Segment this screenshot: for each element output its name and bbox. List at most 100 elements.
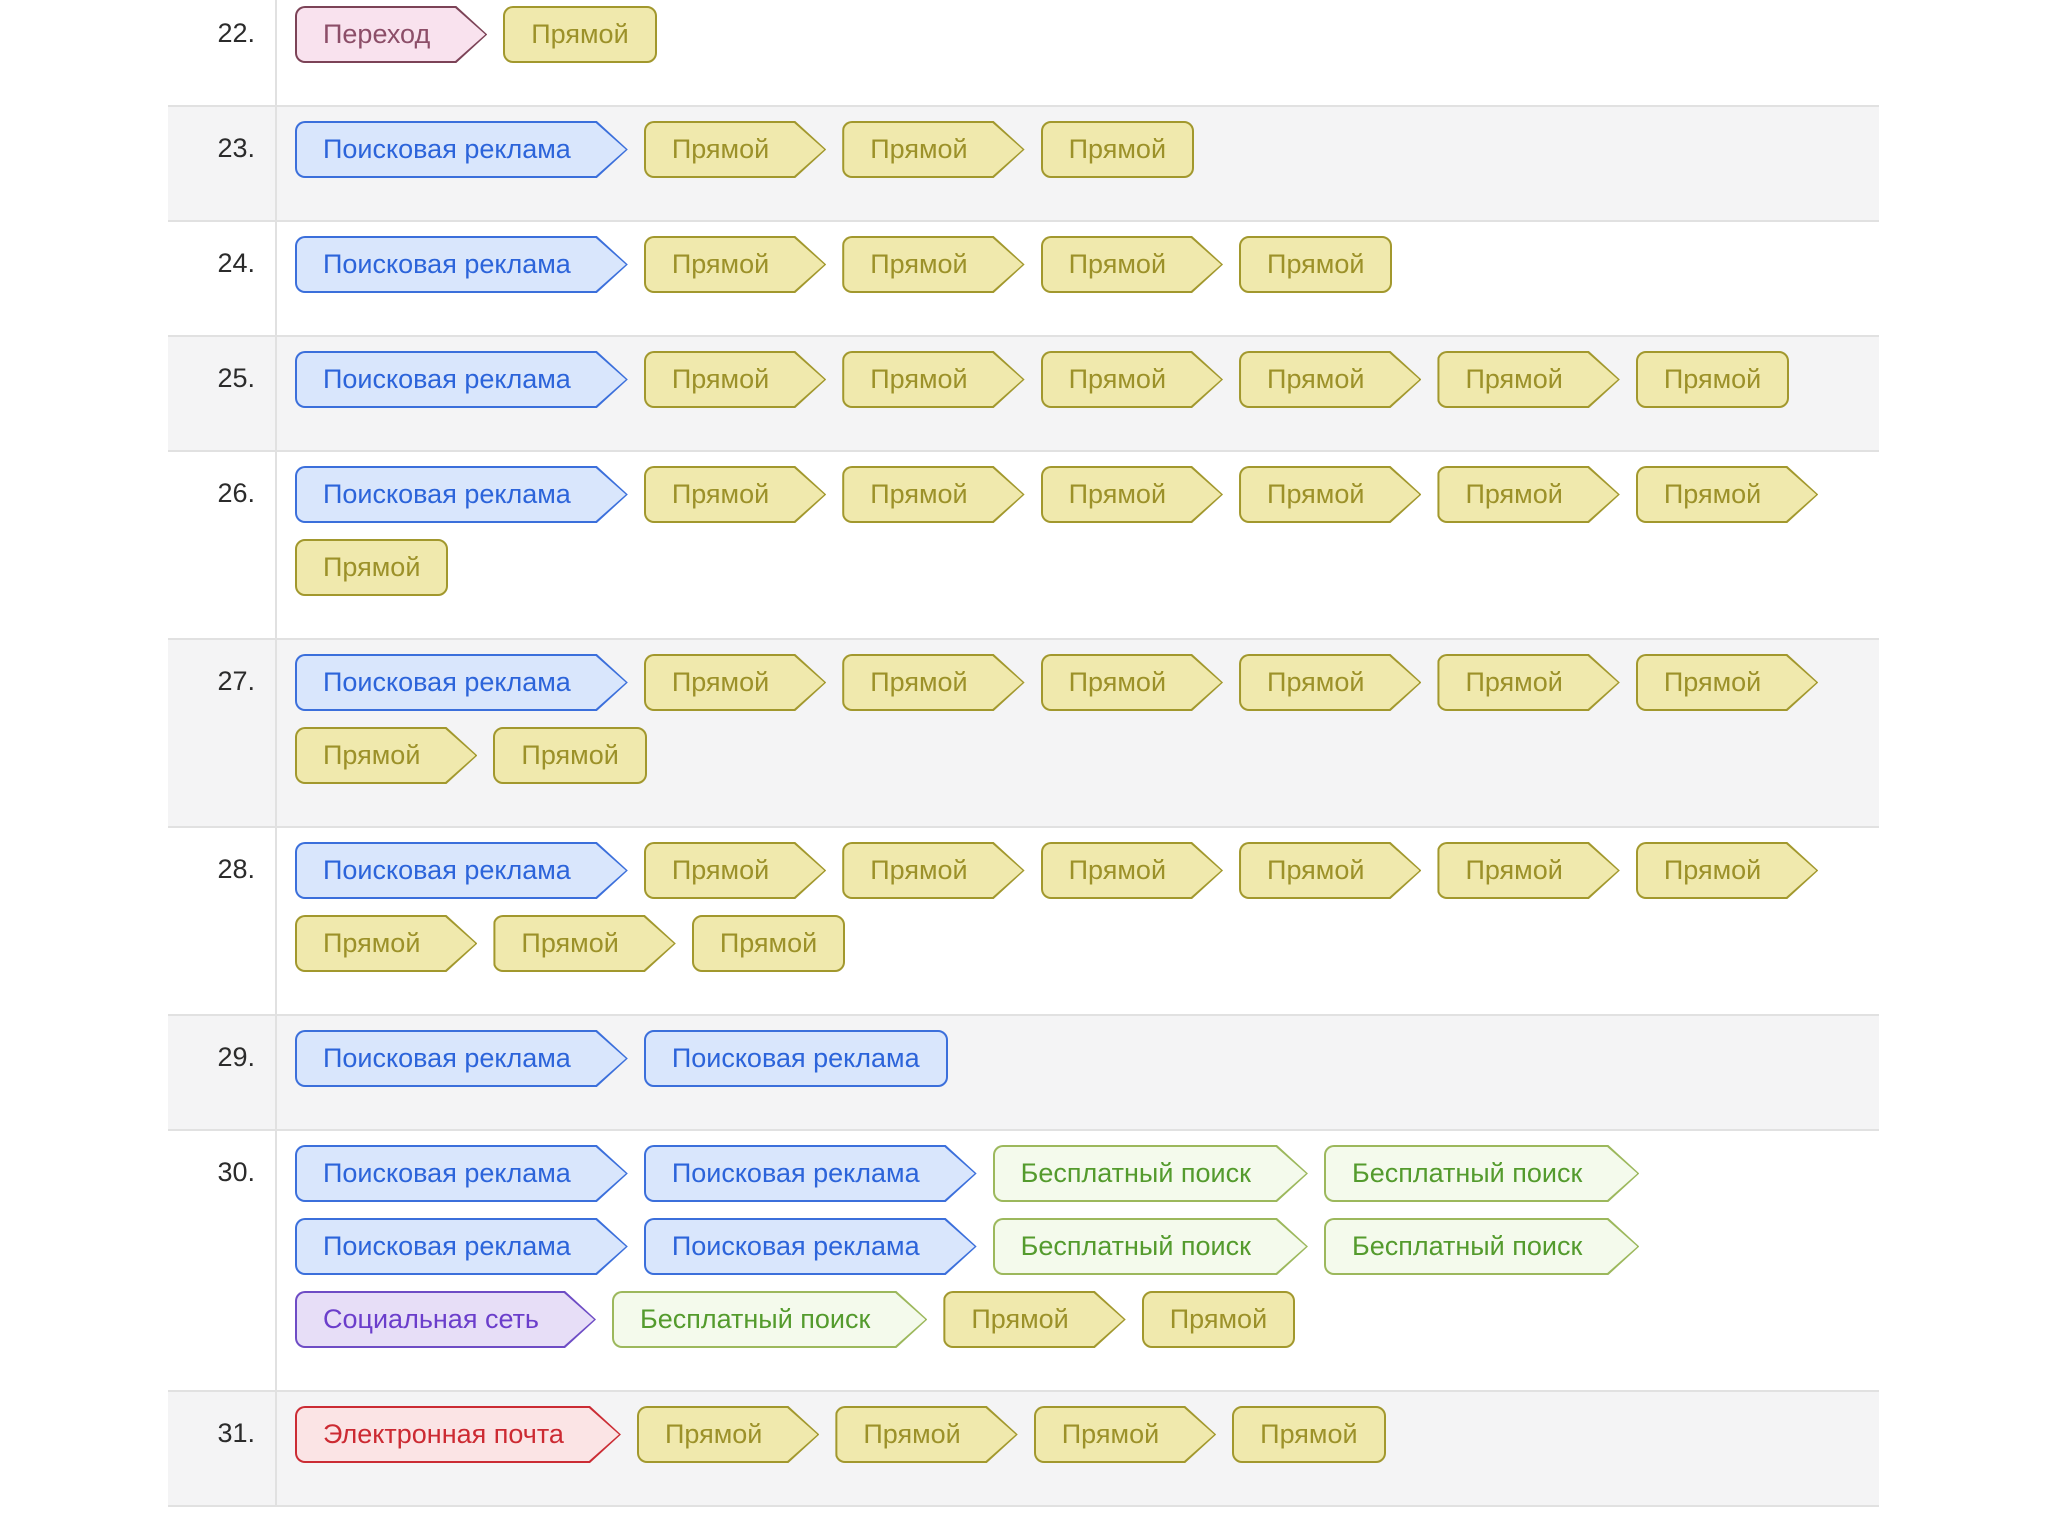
chip-direct: Прямой xyxy=(1239,236,1393,293)
chip-label: Прямой xyxy=(1465,479,1563,509)
chip-search-ads: Поисковая реклама xyxy=(295,466,628,523)
chip-direct: Прямой xyxy=(295,727,477,784)
row-number: 26. xyxy=(168,452,277,638)
chip-direct: Прямой xyxy=(1239,466,1421,523)
chip-direct: Прямой xyxy=(842,842,1024,899)
chip-label: Бесплатный поиск xyxy=(1351,1158,1583,1188)
chip-direct: Прямой xyxy=(637,1406,819,1463)
chip-direct: Прямой xyxy=(1239,351,1421,408)
chip-direct: Прямой xyxy=(1141,1291,1296,1348)
chip-label: Прямой xyxy=(870,667,968,697)
chip-label: Прямой xyxy=(1465,855,1563,885)
row-number: 30. xyxy=(168,1131,277,1390)
chip-label: Прямой xyxy=(1465,364,1563,394)
chip-social: Социальная сеть xyxy=(295,1291,596,1348)
chip-direct: Прямой xyxy=(1636,842,1818,899)
chip-search-ads: Поисковая реклама xyxy=(644,1145,977,1202)
chip-direct: Прямой xyxy=(493,727,647,784)
chip-direct: Прямой xyxy=(1041,236,1223,293)
chip-label: Прямой xyxy=(870,134,968,164)
chip-search-ads: Поисковая реклама xyxy=(295,1218,628,1275)
chip-label: Прямой xyxy=(719,928,818,958)
chip-search-ads: Поисковая реклама xyxy=(295,1030,628,1087)
chip-label: Прямой xyxy=(971,1304,1069,1334)
chip-organic: Бесплатный поиск xyxy=(993,1218,1308,1275)
chip-label: Прямой xyxy=(521,740,619,770)
chip-organic: Бесплатный поиск xyxy=(993,1145,1308,1202)
chip-direct: Прямой xyxy=(644,351,826,408)
chip-direct: Прямой xyxy=(1437,654,1619,711)
chip-label: Прямой xyxy=(1068,134,1167,164)
chip-label: Прямой xyxy=(323,740,421,770)
chip-label: Прямой xyxy=(863,1419,961,1449)
chip-label: Поисковая реклама xyxy=(323,249,571,279)
chip-label: Прямой xyxy=(1465,667,1563,697)
chip-label: Прямой xyxy=(1068,249,1167,279)
chip-direct: Прямой xyxy=(295,915,477,972)
row-number: 23. xyxy=(168,107,277,220)
chip-label: Бесплатный поиск xyxy=(1351,1231,1583,1261)
chip-direct: Прямой xyxy=(644,842,826,899)
table-row: 23. Поисковая реклама Прямой Прямой Прямой xyxy=(168,105,1879,220)
chip-organic: Бесплатный поиск xyxy=(1324,1218,1639,1275)
chip-search-ads: Поисковая реклама xyxy=(643,1030,948,1087)
chip-label: Поисковая реклама xyxy=(323,855,571,885)
chip-label: Прямой xyxy=(1663,364,1762,394)
chip-label: Прямой xyxy=(1068,855,1167,885)
chip-direct: Прямой xyxy=(295,539,449,596)
chip-direct: Прямой xyxy=(1437,466,1619,523)
chip-label: Прямой xyxy=(1061,1419,1160,1449)
chip-direct: Прямой xyxy=(1239,842,1421,899)
chip-direct: Прямой xyxy=(1041,842,1223,899)
chip-direct: Прямой xyxy=(842,236,1024,293)
row-number: 28. xyxy=(168,828,277,1014)
chip-direct: Прямой xyxy=(1437,842,1619,899)
chip-label: Поисковая реклама xyxy=(671,1043,920,1073)
chip-label: Прямой xyxy=(1267,364,1365,394)
chip-label: Поисковая реклама xyxy=(671,1158,920,1188)
chip-label: Прямой xyxy=(870,479,968,509)
chip-direct: Прямой xyxy=(1635,351,1790,408)
chips-cell: Поисковая реклама Прямой Прямой Прямой xyxy=(277,107,1877,220)
chip-label: Прямой xyxy=(521,928,619,958)
chip-label: Прямой xyxy=(1663,667,1762,697)
chip-direct: Прямой xyxy=(943,1291,1125,1348)
chip-search-ads: Поисковая реклама xyxy=(295,1145,628,1202)
chip-direct: Прямой xyxy=(1041,654,1223,711)
chip-direct: Прямой xyxy=(1040,121,1195,178)
chip-direct: Прямой xyxy=(503,6,657,63)
chip-label: Прямой xyxy=(1169,1304,1268,1334)
chip-direct: Прямой xyxy=(842,654,1024,711)
chip-label: Прямой xyxy=(1068,364,1167,394)
chip-label: Прямой xyxy=(671,479,770,509)
chip-direct: Прямой xyxy=(1232,1406,1386,1463)
chip-label: Прямой xyxy=(531,19,629,49)
chip-direct: Прямой xyxy=(493,915,675,972)
chip-direct: Прямой xyxy=(842,351,1024,408)
chip-direct: Прямой xyxy=(1034,1406,1216,1463)
chip-direct: Прямой xyxy=(644,121,826,178)
chip-direct: Прямой xyxy=(1041,466,1223,523)
row-number: 22. xyxy=(168,0,277,105)
chip-label: Поисковая реклама xyxy=(323,134,571,164)
chip-search-ads: Поисковая реклама xyxy=(295,842,628,899)
chip-direct: Прямой xyxy=(835,1406,1017,1463)
chip-organic: Бесплатный поиск xyxy=(1324,1145,1639,1202)
row-number: 31. xyxy=(168,1392,277,1505)
chip-label: Прямой xyxy=(1267,667,1365,697)
